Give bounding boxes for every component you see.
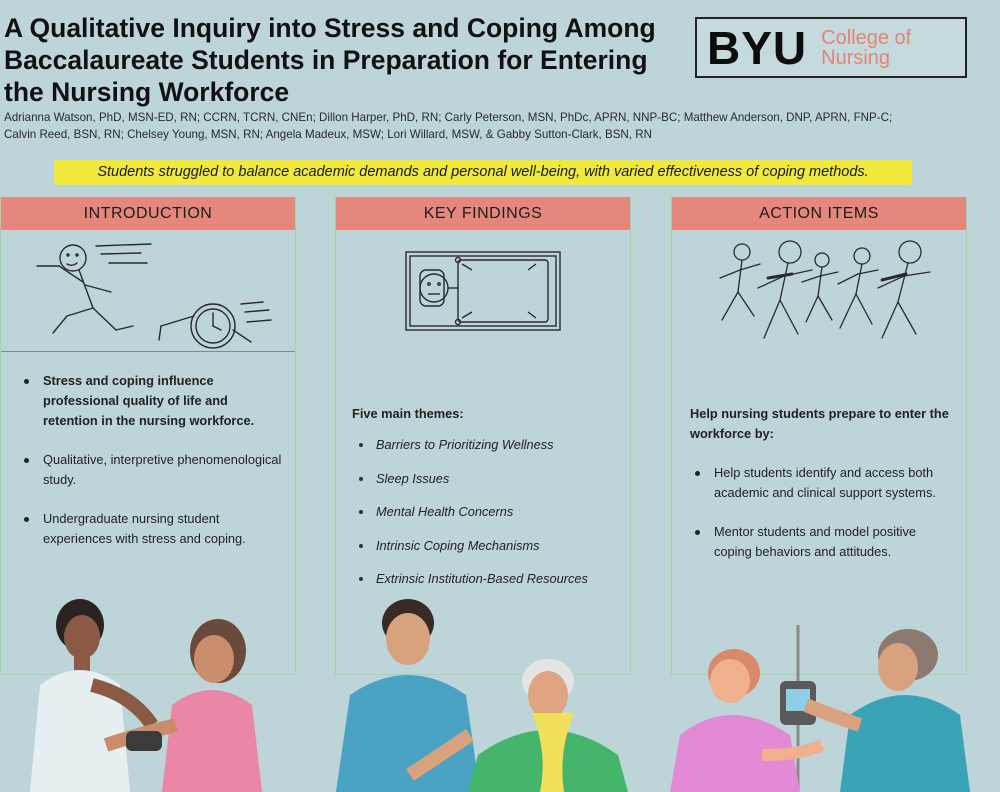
- running-from-clock-icon: [36, 243, 272, 349]
- section-divider: [1, 351, 295, 352]
- action-bullet-list: Help students identify and access both a…: [672, 463, 966, 562]
- list-item: Mentor students and model positive copin…: [672, 522, 966, 562]
- list-item: Undergraduate nursing student experience…: [1, 509, 295, 549]
- list-item: Qualitative, interpretive phenomenologic…: [1, 450, 295, 490]
- action-items-column: ACTION ITEMS: [671, 197, 967, 675]
- themes-list: Barriers to Prioritizing Wellness Sleep …: [336, 435, 630, 589]
- action-items-heading: ACTION ITEMS: [672, 197, 966, 230]
- bed-icon: [405, 251, 561, 331]
- poster-title: A Qualitative Inquiry into Stress and Co…: [4, 13, 656, 107]
- byu-wordmark: BYU: [707, 21, 808, 74]
- college-of-nursing-label: College of Nursing: [821, 26, 912, 69]
- byu-nursing-logo: BYU College of Nursing: [695, 17, 967, 78]
- nursing-care-watercolor-illustration: [30, 599, 970, 792]
- running-crowd-illustration: [672, 230, 966, 352]
- themes-intro: Five main themes:: [352, 406, 464, 421]
- nurse-iv-scene-icon: [670, 625, 970, 792]
- introduction-column: INTRODUCTION: [0, 197, 296, 675]
- list-item: Mental Health Concerns: [336, 502, 630, 522]
- key-findings-heading: KEY FINDINGS: [336, 197, 630, 230]
- nurse-bp-scene-icon: [30, 599, 262, 792]
- list-item: Sleep Issues: [336, 469, 630, 489]
- author-list: Adrianna Watson, PhD, MSN-ED, RN; CCRN, …: [4, 111, 893, 141]
- list-item: Intrinsic Coping Mechanisms: [336, 536, 630, 556]
- nurse-elderly-scene-icon: [336, 599, 628, 792]
- stressed-running-student-illustration: [1, 230, 295, 352]
- action-intro: Help nursing students prepare to enter t…: [690, 406, 949, 441]
- list-item: Stress and coping influence professional…: [1, 371, 295, 431]
- list-item: Barriers to Prioritizing Wellness: [336, 435, 630, 455]
- list-item: Help students identify and access both a…: [672, 463, 966, 503]
- running-people-icon: [719, 240, 931, 339]
- list-item: Extrinsic Institution-Based Resources: [336, 569, 630, 589]
- introduction-heading: INTRODUCTION: [1, 197, 295, 230]
- key-message-highlight: Students struggled to balance academic d…: [54, 160, 912, 185]
- sleepless-in-bed-illustration: [336, 230, 630, 352]
- introduction-bullet-list: Stress and coping influence professional…: [1, 371, 295, 549]
- key-findings-column: KEY FINDINGS Five main themes: Barriers …: [335, 197, 631, 675]
